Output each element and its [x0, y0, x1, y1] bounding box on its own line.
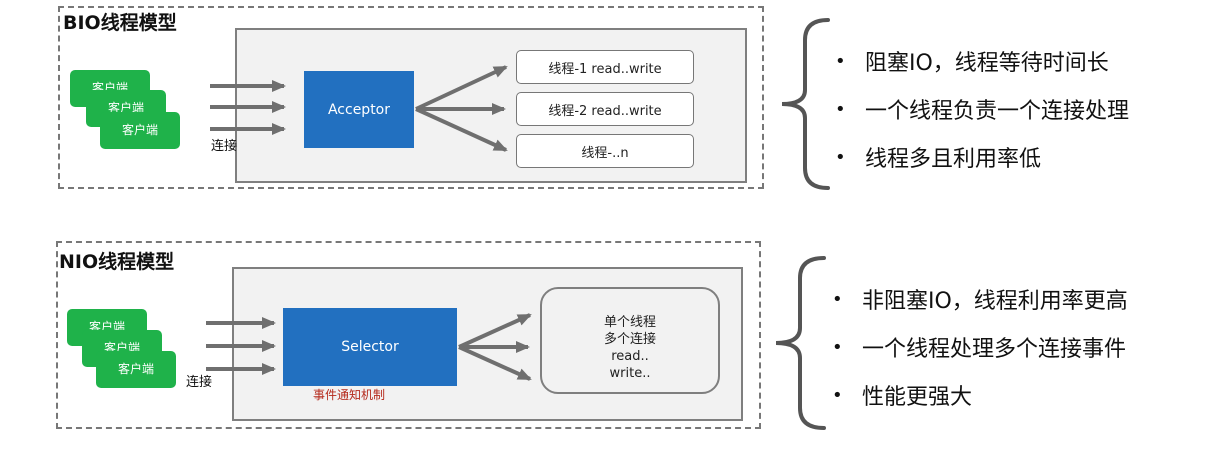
bullet-glyph: •: [835, 50, 846, 72]
nio-bullet-3: • 性能更强大: [832, 379, 972, 411]
bio-title: BIO线程模型: [63, 12, 177, 34]
bio-connection-arrows: [210, 80, 286, 135]
bio-connect-label: 连接: [211, 139, 238, 154]
bio-bullet-3: • 线程多且利用率低: [835, 141, 1041, 173]
nio-bullet-1: • 非阻塞IO，线程利用率更高: [832, 283, 1128, 315]
acceptor-arrow-1: [415, 65, 508, 111]
bio-panel: [58, 6, 764, 189]
bio-bullet-2: • 一个线程负责一个连接处理: [835, 93, 1129, 125]
nio-client-3: 客户端: [96, 351, 176, 388]
bio-client-label: 客户端: [107, 101, 144, 115]
nio-panel: [56, 241, 761, 429]
bullet-text: 一个线程负责一个连接处理: [865, 99, 1130, 124]
nio-bullet-2: • 一个线程处理多个连接事件: [832, 331, 1126, 363]
nio-connect-label: 连接: [186, 375, 213, 390]
bullet-text: 一个线程处理多个连接事件: [862, 337, 1127, 362]
bullet-glyph: •: [832, 336, 843, 358]
bullet-text: 线程多且利用率低: [865, 147, 1042, 172]
selector-arrow-3: [458, 345, 532, 381]
bullet-glyph: •: [835, 98, 846, 120]
selector-box: Selector: [283, 308, 457, 386]
nio-single-thread-box: 单个线程 多个连接 read.. write..: [540, 287, 720, 394]
bio-client-3: 客户端: [100, 112, 180, 149]
acceptor-fanout-arrows: [415, 65, 508, 152]
bullet-glyph: •: [832, 288, 843, 310]
acceptor-box: Acceptor: [304, 71, 414, 148]
nio-thread-line: 多个连接: [603, 332, 656, 347]
nio-thread-line: read..: [611, 349, 649, 364]
bio-thread-2: 线程-2 read..write: [516, 92, 694, 126]
bullet-text: 性能更强大: [862, 385, 973, 410]
acceptor-arrow-3: [415, 107, 508, 152]
selector-arrow-1: [458, 313, 532, 349]
bio-thread-n: 线程-..n: [516, 134, 694, 168]
nio-title: NIO线程模型: [59, 251, 175, 273]
nio-thread-line: write..: [609, 366, 651, 381]
selector-fanout-arrows: [458, 313, 532, 381]
bullet-glyph: •: [835, 146, 846, 168]
bullet-text: 非阻塞IO，线程利用率更高: [862, 289, 1128, 314]
bio-bullet-1: • 阻塞IO，线程等待时间长: [835, 45, 1109, 77]
nio-thread-line: 单个线程: [603, 315, 656, 330]
event-notification-label: 事件通知机制: [313, 388, 386, 402]
bio-brace: [781, 18, 830, 190]
bio-client-label: 客户端: [121, 123, 158, 137]
nio-brace: [775, 256, 826, 430]
bullet-text: 阻塞IO，线程等待时间长: [865, 51, 1109, 76]
nio-connection-arrows: [206, 317, 276, 375]
bullet-glyph: •: [832, 384, 843, 406]
nio-client-label: 客户端: [117, 362, 154, 376]
bio-thread-1: 线程-1 read..write: [516, 50, 694, 84]
